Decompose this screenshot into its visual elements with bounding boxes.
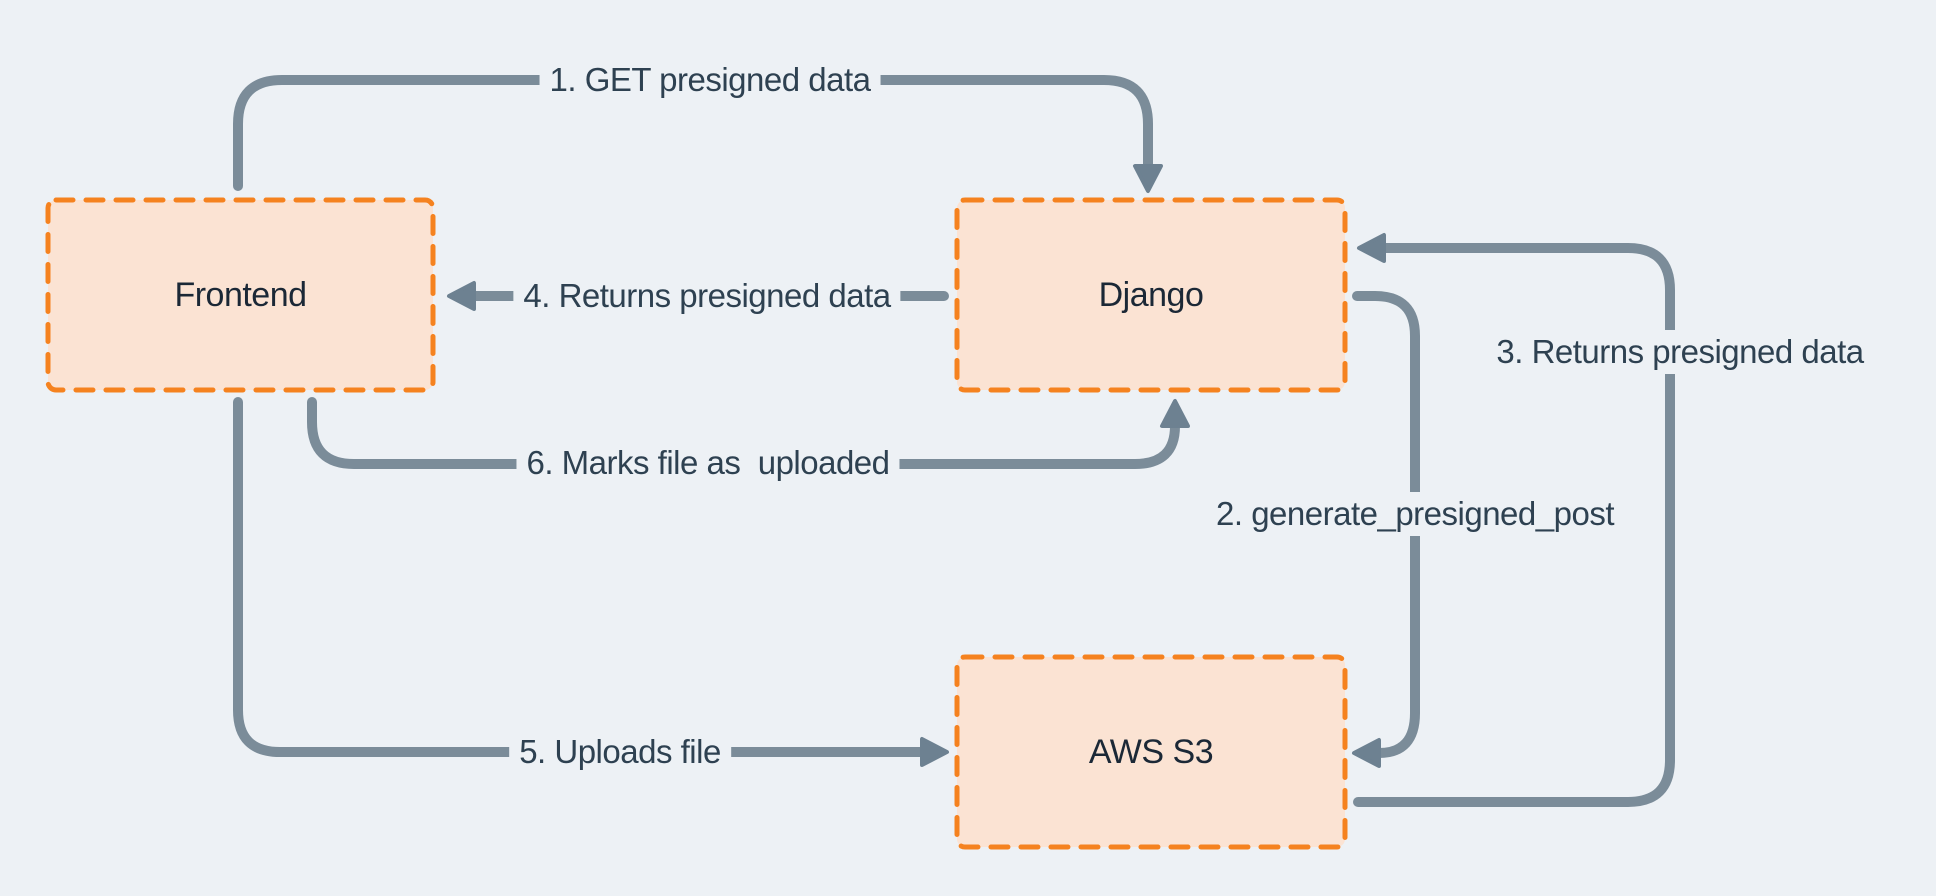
arrow-3-line — [1353, 243, 1675, 807]
node-frontend-box — [45, 197, 436, 393]
arrow-3-arrowhead-left-icon — [1357, 233, 1386, 263]
arrow-6-line — [307, 397, 1180, 469]
node-aws-s3-box — [954, 654, 1348, 850]
arrow-2-line — [1352, 291, 1420, 758]
arrow-2-arrowhead-left-icon — [1352, 738, 1381, 768]
node-django-box — [954, 197, 1348, 393]
arrow-5-line — [233, 397, 927, 757]
arrow-1-arrowhead-down-icon — [1133, 164, 1163, 193]
arrow-4-arrowhead-left-icon — [447, 281, 476, 311]
arrow-6-arrowhead-up-icon — [1160, 399, 1190, 428]
arrow-5-arrowhead-right-icon — [920, 737, 949, 767]
arrow-1-line — [233, 75, 1153, 191]
